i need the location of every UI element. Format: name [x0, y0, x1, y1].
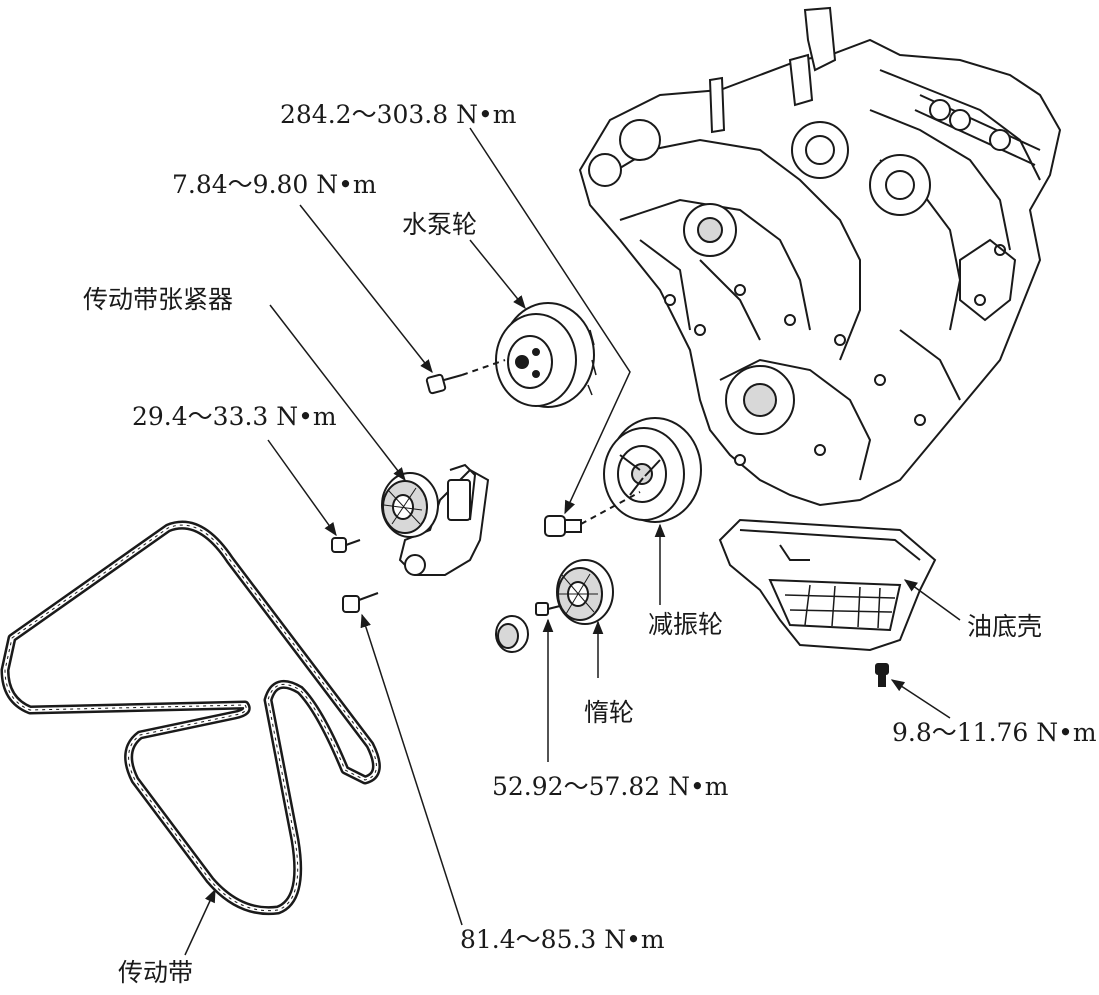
drive-belt-label: 传动带	[118, 958, 194, 987]
torque-tensioner-bolt-label: 29.4～33.3 N•m	[132, 402, 337, 431]
leader-pump-bolt	[299, 204, 433, 374]
leader-oil-pan	[903, 579, 961, 621]
idler-bolt	[535, 602, 561, 616]
torque-idler-bolt-label: 52.92～57.82 N•m	[492, 772, 729, 801]
damper-pulley	[603, 417, 702, 523]
engine-block	[578, 6, 1062, 507]
idler-pulley-label: 惰轮	[584, 698, 635, 727]
leader-oil-pan-bolt	[890, 679, 951, 719]
drive-belt	[0, 520, 381, 916]
leader-drive-belt	[184, 888, 216, 956]
tensioner-bolt-upper	[331, 537, 361, 553]
crank-bolt	[544, 491, 641, 537]
oil-pan-bolt	[875, 663, 889, 687]
oil-pan-label: 油底壳	[967, 612, 1043, 641]
leader-lines	[184, 127, 961, 956]
leader-tensioner	[269, 304, 406, 482]
torque-crank-bolt-label: 284.2～303.8 N•m	[280, 100, 517, 129]
leader-lower-bolt	[360, 613, 463, 926]
belt-tensioner-label: 传动带张紧器	[83, 285, 234, 314]
damper-pulley-label: 减振轮	[648, 610, 724, 639]
tensioner-bolt-lower	[342, 592, 379, 613]
water-pump-pulley	[495, 302, 597, 408]
oil-pan	[718, 518, 937, 652]
water-pump-bolt	[425, 359, 506, 395]
leader-water-pump	[469, 239, 526, 310]
torque-lower-bolt-label: 81.4～85.3 N•m	[460, 925, 665, 954]
belt-tensioner	[381, 463, 490, 576]
idler-cap	[495, 615, 529, 653]
idler-pulley	[556, 559, 614, 625]
water-pump-pulley-label: 水泵轮	[402, 210, 478, 239]
torque-pump-bolt-label: 7.84～9.80 N•m	[172, 170, 377, 199]
leader-tensioner-bolt	[267, 439, 337, 537]
leader-crank-bolt	[469, 127, 631, 515]
torque-oil-pan-bolt-label: 9.8～11.76 N•m	[892, 718, 1097, 747]
